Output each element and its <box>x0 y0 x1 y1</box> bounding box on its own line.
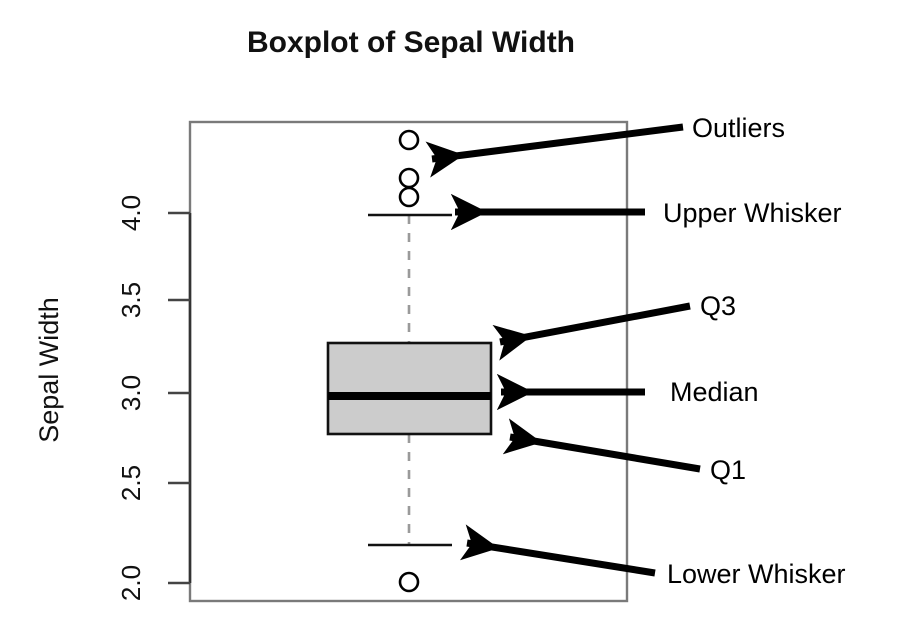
annotation-label-upper-whisker: Upper Whisker <box>663 198 842 228</box>
outliers-arrow <box>425 123 684 178</box>
outlier-point <box>398 167 420 189</box>
y-tick-label-4: 4.0 <box>116 195 146 231</box>
annotation-label-q3: Q3 <box>700 291 736 321</box>
annotation-label-lower-whisker: Lower Whisker <box>667 559 846 589</box>
outlier-point <box>398 571 420 593</box>
y-tick-label-0: 2.0 <box>116 565 146 601</box>
y-tick-label-3: 3.5 <box>116 282 146 318</box>
box-iqr <box>326 341 493 436</box>
outlier-point <box>398 186 420 208</box>
y-axis-title: Sepal Width <box>34 297 64 443</box>
q3-arrow <box>492 302 691 361</box>
y-tick-label-1: 2.5 <box>116 465 146 501</box>
outlier-point <box>398 129 420 151</box>
annotation-label-q1: Q1 <box>710 455 746 485</box>
lower-whisker-arrow <box>459 524 656 577</box>
chart-title: Boxplot of Sepal Width <box>247 26 575 59</box>
annotation-label-outliers: Outliers <box>692 113 785 143</box>
q1-arrow <box>502 418 701 473</box>
y-tick-label-2: 3.0 <box>116 375 146 411</box>
annotation-label-median: Median <box>670 377 759 407</box>
